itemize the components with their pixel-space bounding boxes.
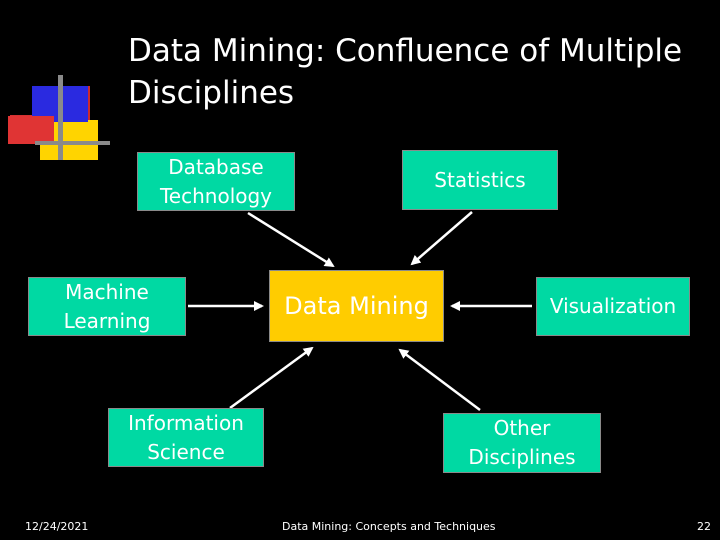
node-data-mining-label: Data Mining xyxy=(284,291,429,320)
node-machine-learning: Machine Learning xyxy=(28,277,186,336)
node-machine-learning-label: Machine Learning xyxy=(63,279,151,333)
node-statistics-label: Statistics xyxy=(434,167,526,192)
node-data-mining: Data Mining xyxy=(269,270,444,342)
footer-page-number: 22 xyxy=(697,520,711,533)
node-other-disciplines: Other Disciplines xyxy=(443,413,601,473)
node-other-disciplines-label: Other Disciplines xyxy=(468,416,576,469)
node-visualization-label: Visualization xyxy=(549,294,677,318)
node-database-technology: Database Technology xyxy=(137,152,295,211)
node-information-science: Information Science xyxy=(108,408,264,467)
arrow-information-science-to-center xyxy=(229,346,314,410)
arrow-statistics-to-center xyxy=(410,211,473,266)
slide-title: Data Mining: Confluence of Multiple Disc… xyxy=(128,33,683,111)
slide-logo-decoration xyxy=(8,75,110,160)
node-statistics: Statistics xyxy=(402,150,558,210)
node-visualization: Visualization xyxy=(536,277,690,336)
arrow-database-to-center xyxy=(247,211,335,268)
node-database-technology-label: Database Technology xyxy=(159,154,273,208)
node-information-science-label: Information Science xyxy=(128,410,244,464)
footer-source: Data Mining: Concepts and Techniques xyxy=(282,520,496,533)
arrow-other-to-center xyxy=(398,348,481,411)
footer-date: 12/24/2021 xyxy=(25,520,89,533)
